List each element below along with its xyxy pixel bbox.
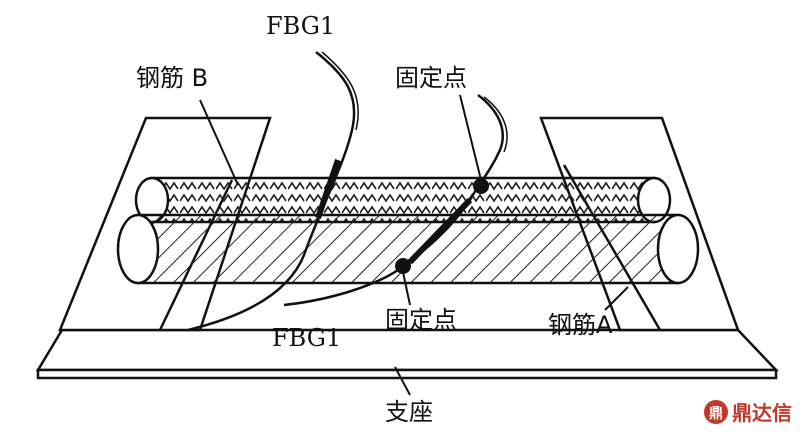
- support-label: 支座: [385, 398, 433, 426]
- fixed-point-top-label: 固定点: [395, 64, 467, 92]
- rebar-a: [116, 213, 700, 285]
- rebar-b-label: 钢筋 B: [136, 64, 208, 92]
- watermark-text: 鼎达信: [732, 401, 792, 425]
- fixed-point-top-marker: [473, 178, 489, 194]
- fbg-label-bottom: FBG1: [272, 324, 341, 352]
- leader-lines: [199, 94, 629, 396]
- watermark-logo: 鼎 鼎达信: [704, 400, 792, 425]
- rebar-a-label: 钢筋A: [548, 311, 613, 339]
- fixed-point-bottom-label: 固定点: [385, 306, 457, 334]
- fixed-point-bottom-marker: [395, 258, 411, 274]
- svg-text:鼎: 鼎: [709, 405, 723, 422]
- fbg-label-top: FBG1: [266, 12, 335, 40]
